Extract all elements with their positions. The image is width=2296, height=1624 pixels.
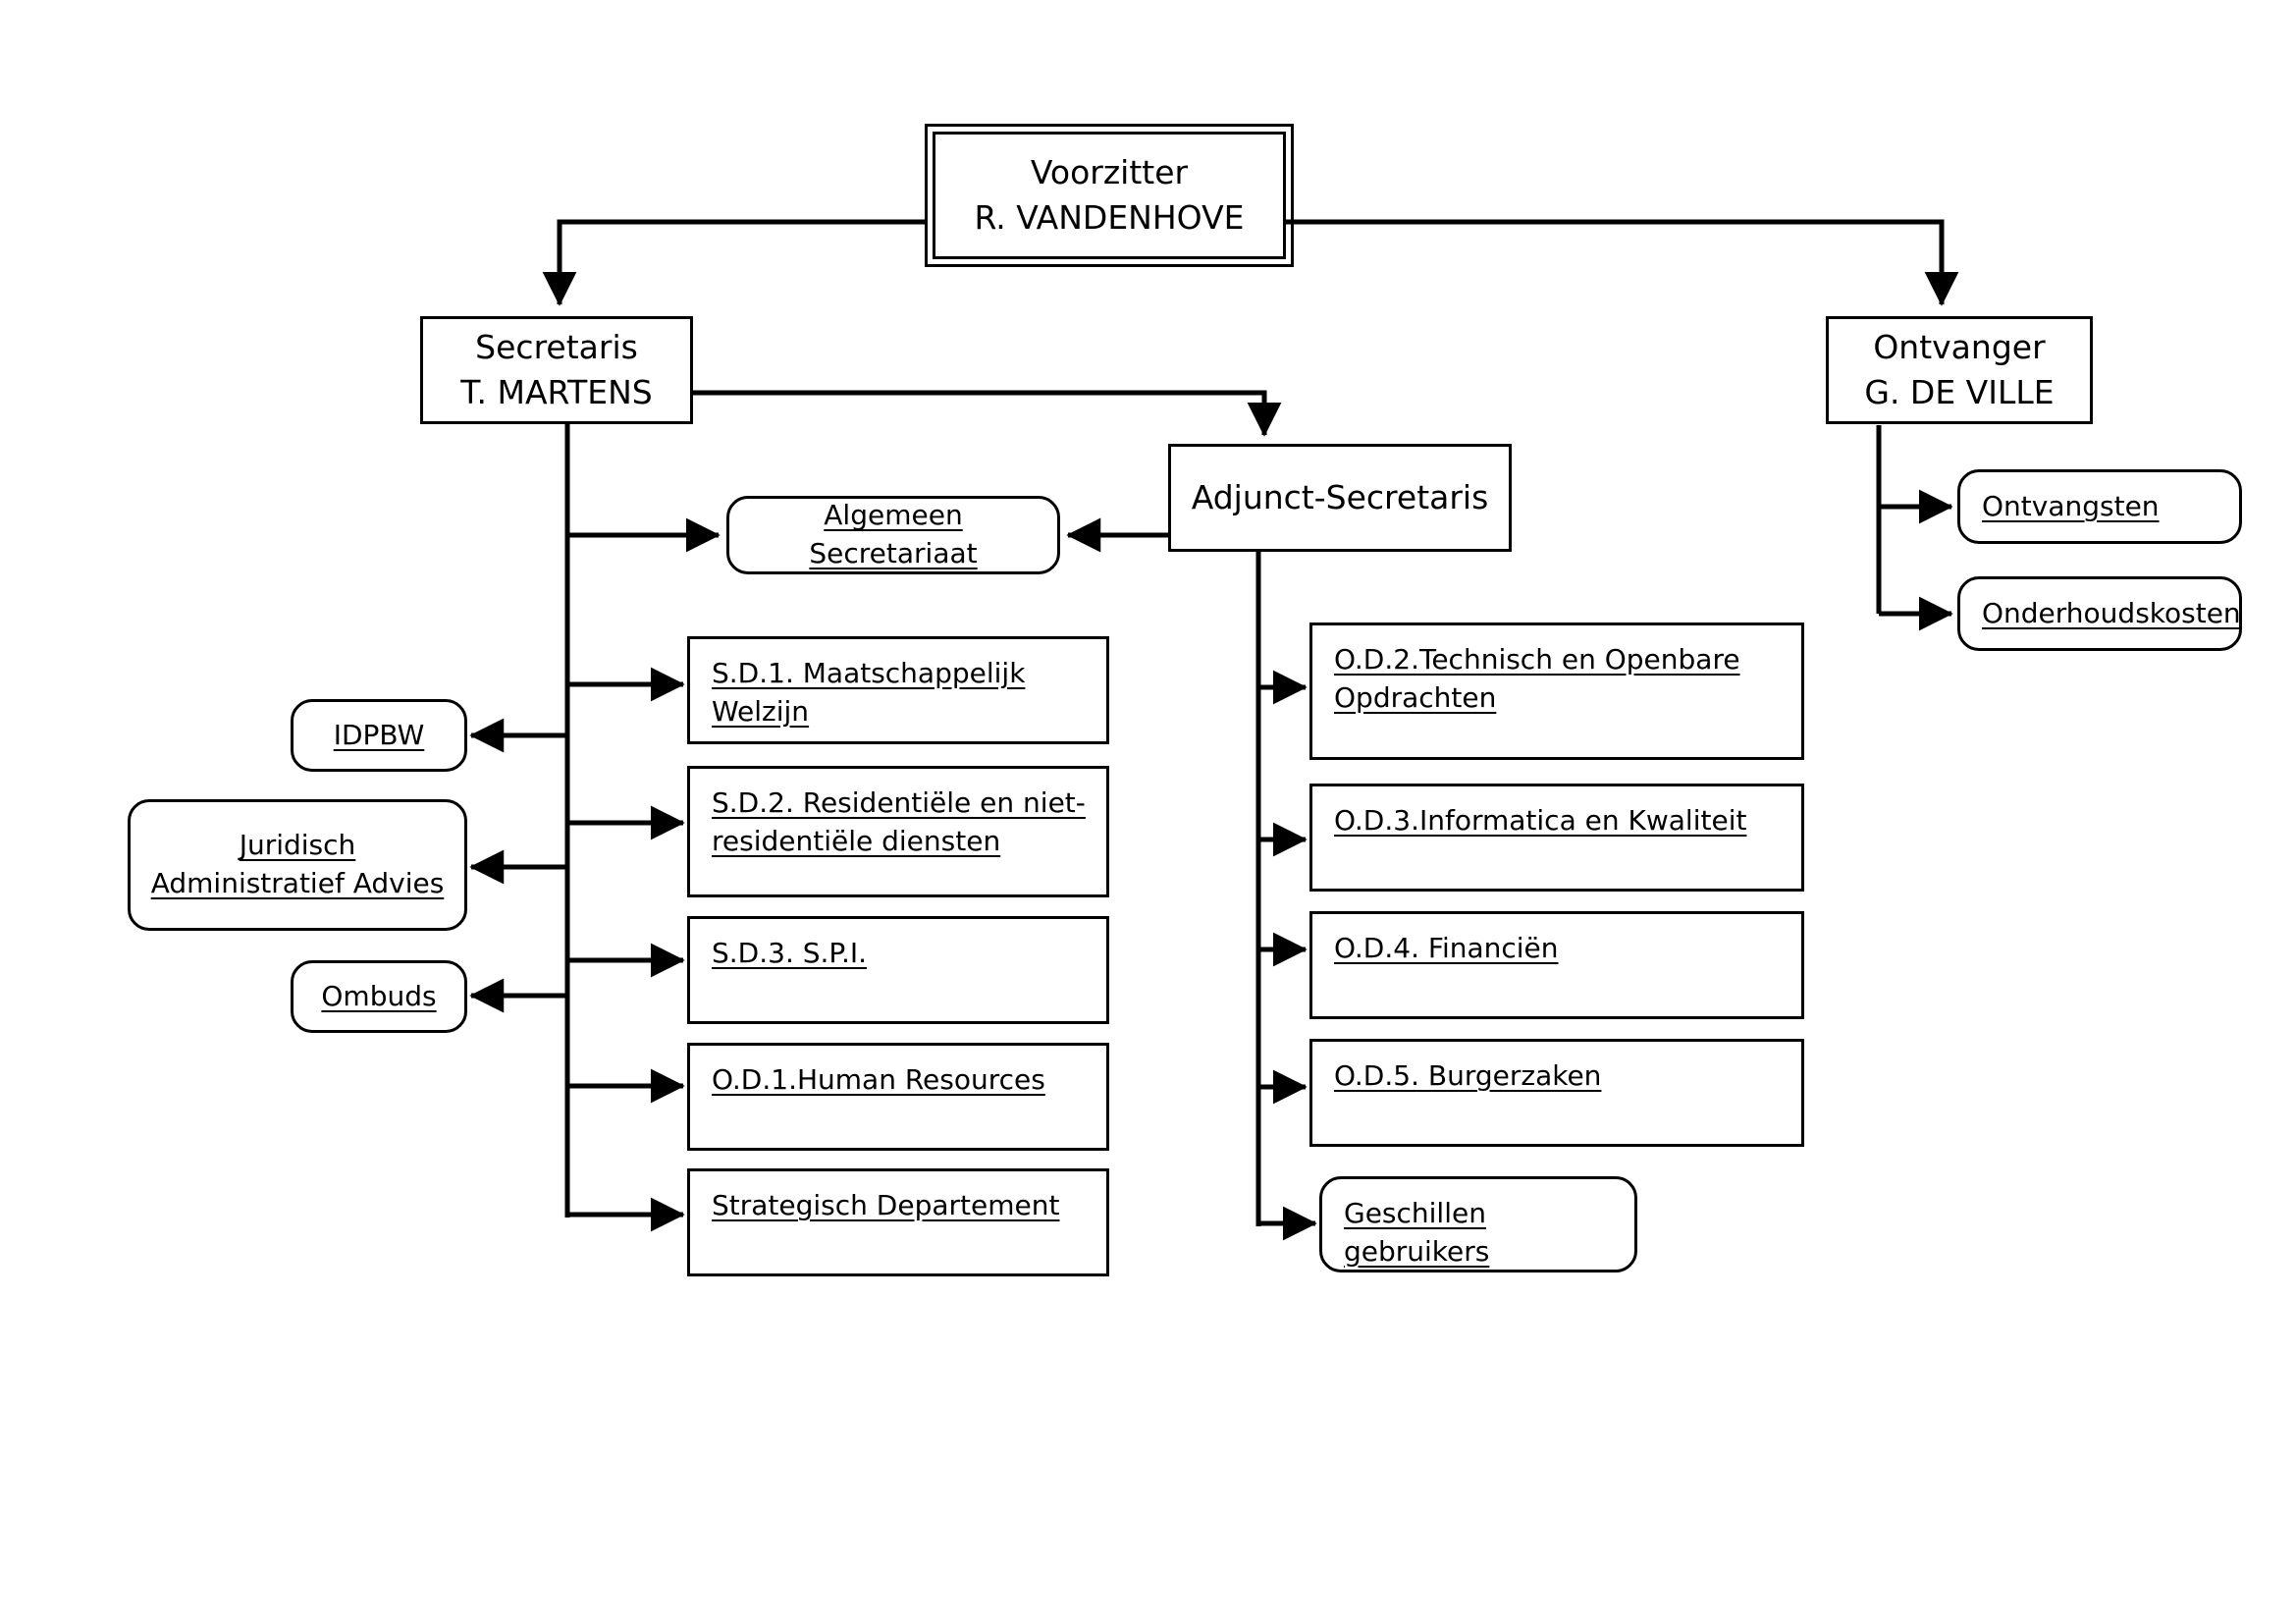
node-juridisch-administratief-advies-label: Juridisch Administratief Advies: [150, 829, 445, 899]
node-idpbw[interactable]: IDPBW: [291, 699, 467, 772]
edge-voorzitter-ontvanger: [1286, 219, 1959, 306]
node-idpbw-label: IDPBW: [333, 718, 425, 751]
node-secretaris-label: Secretaris T. MARTENS: [460, 328, 653, 411]
edge-voorzitter-secretaris: [542, 219, 928, 306]
node-geschillen-gebruikers[interactable]: Geschillen gebruikers: [1319, 1176, 1637, 1272]
node-od5[interactable]: O.D.5. Burgerzaken: [1309, 1039, 1804, 1147]
node-secretaris[interactable]: Secretaris T. MARTENS: [420, 316, 693, 424]
node-sd2-label: S.D.2. Residentiële en niet-residentiële…: [712, 786, 1086, 857]
node-strategisch-departement-label: Strategisch Departement: [712, 1189, 1060, 1221]
node-sd3[interactable]: S.D.3. S.P.I.: [687, 916, 1109, 1024]
node-juridisch-administratief-advies[interactable]: Juridisch Administratief Advies: [128, 799, 467, 931]
node-adjunct-secretaris-label: Adjunct-Secretaris: [1191, 478, 1489, 517]
node-sd1[interactable]: S.D.1. Maatschappelijk Welzijn: [687, 636, 1109, 744]
node-ontvanger-label: Ontvanger G. DE VILLE: [1864, 328, 2055, 411]
node-sd3-label: S.D.3. S.P.I.: [712, 937, 868, 969]
node-voorzitter-label: Voorzitter R. VANDENHOVE: [974, 153, 1245, 237]
node-ontvangsten-label: Ontvangsten: [1982, 490, 2160, 522]
node-ontvangsten[interactable]: Ontvangsten: [1957, 469, 2242, 544]
node-algemeen-secretariaat[interactable]: Algemeen Secretariaat: [726, 496, 1060, 574]
node-geschillen-gebruikers-label: Geschillen gebruikers: [1344, 1197, 1490, 1268]
node-strategisch-departement[interactable]: Strategisch Departement: [687, 1168, 1109, 1276]
node-od4[interactable]: O.D.4. Financiën: [1309, 911, 1804, 1019]
node-onderhoudskosten-label: Onderhoudskosten: [1982, 597, 2241, 629]
node-ombuds-label: Ombuds: [321, 979, 437, 1012]
node-od3[interactable]: O.D.3.Informatica en Kwaliteit: [1309, 784, 1804, 892]
node-algemeen-secretariaat-label: Algemeen Secretariaat: [809, 499, 978, 569]
node-od1-label: O.D.1.Human Resources: [712, 1063, 1045, 1096]
node-od2-label: O.D.2.Technisch en Openbare Opdrachten: [1334, 643, 1740, 714]
edge-secretaris-adjunct: [692, 390, 1282, 437]
node-onderhoudskosten[interactable]: Onderhoudskosten: [1957, 576, 2242, 651]
node-ontvanger[interactable]: Ontvanger G. DE VILLE: [1826, 316, 2093, 424]
node-od4-label: O.D.4. Financiën: [1334, 932, 1559, 964]
node-ombuds[interactable]: Ombuds: [291, 960, 467, 1033]
node-od5-label: O.D.5. Burgerzaken: [1334, 1059, 1602, 1092]
node-sd1-label: S.D.1. Maatschappelijk Welzijn: [712, 657, 1026, 728]
node-voorzitter[interactable]: Voorzitter R. VANDENHOVE: [925, 124, 1294, 267]
node-od2[interactable]: O.D.2.Technisch en Openbare Opdrachten: [1309, 623, 1804, 760]
node-adjunct-secretaris[interactable]: Adjunct-Secretaris: [1168, 444, 1512, 552]
node-od1[interactable]: O.D.1.Human Resources: [687, 1043, 1109, 1151]
node-od3-label: O.D.3.Informatica en Kwaliteit: [1334, 804, 1747, 837]
node-sd2[interactable]: S.D.2. Residentiële en niet-residentiële…: [687, 766, 1109, 897]
